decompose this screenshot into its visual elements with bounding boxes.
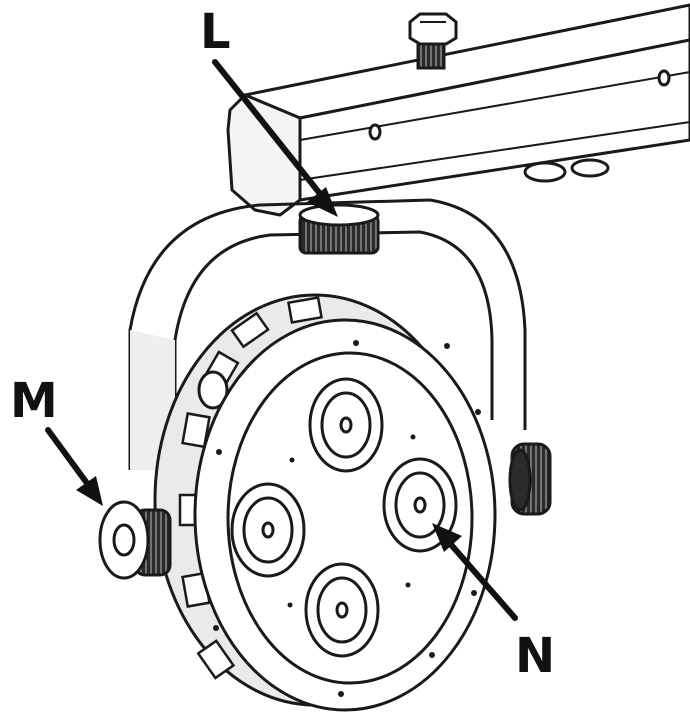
mounting-bar	[226, 3, 690, 217]
callout-l: L	[200, 4, 231, 60]
callout-n: N	[515, 628, 555, 684]
arrow-m	[45, 427, 95, 493]
arrow-l-head	[307, 187, 338, 217]
fixture-housing	[153, 293, 497, 712]
led-lens-bottom	[304, 562, 380, 658]
led-lens-left	[230, 482, 306, 578]
knob-l	[298, 203, 380, 255]
arrow-m-head	[76, 476, 103, 506]
arrow-n	[444, 537, 518, 621]
arrow-n-head	[432, 523, 462, 552]
knob-m	[98, 500, 172, 580]
arrow-l	[212, 59, 328, 203]
led-lens-top	[308, 377, 384, 473]
bezel-screws	[213, 340, 481, 697]
knob-right	[508, 442, 552, 516]
callout-m: M	[10, 373, 58, 429]
callout-arrows	[45, 59, 518, 621]
mounting-bolt	[408, 12, 458, 70]
